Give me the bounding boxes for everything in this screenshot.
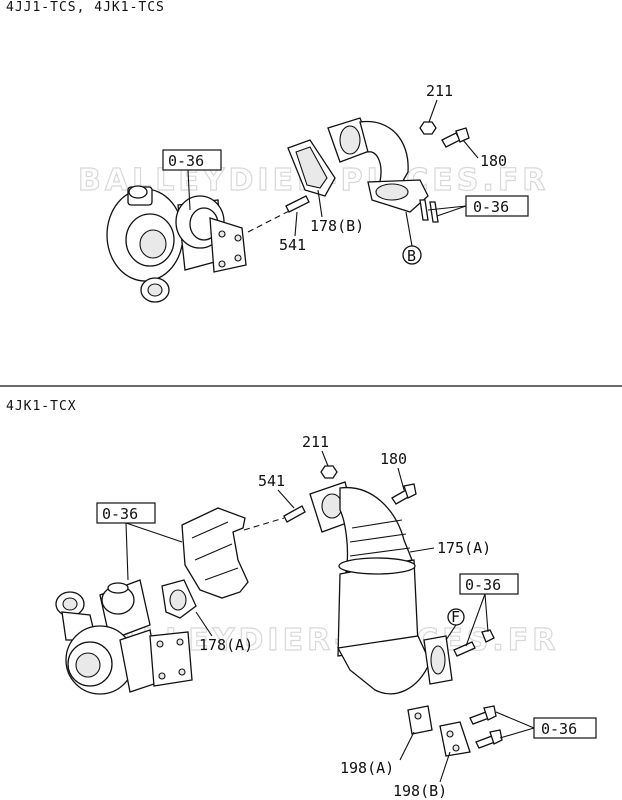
- leader-0-36-bolts-bottom-b: [499, 727, 535, 739]
- bracket-198b[interactable]: [439, 721, 471, 757]
- label-0-36-studs-top: 0-36: [473, 198, 509, 216]
- label-0-36-turbo-top: 0-36: [168, 152, 204, 170]
- label-180-top: 180: [480, 152, 507, 170]
- studs-top[interactable]: [419, 199, 439, 223]
- leader-0-36-bolts-bottom-a: [495, 711, 535, 729]
- centerline-top: [247, 207, 296, 233]
- leader-211-bottom: [321, 450, 329, 467]
- label-180-bottom: 180: [380, 450, 407, 468]
- leader-175a: [409, 547, 435, 553]
- leader-541-top: [294, 211, 298, 237]
- label-211-bottom: 211: [302, 433, 329, 451]
- label-175a: 175(A): [437, 539, 491, 557]
- leader-0-36-turbo-bottom-b: [125, 522, 183, 543]
- leader-180-top: [462, 139, 479, 159]
- label-0-36-bolts-bottom: 0-36: [541, 720, 577, 738]
- leader-0-36-turbo-top: [187, 169, 191, 211]
- label-0-36-studs-bottom: 0-36: [465, 576, 501, 594]
- leader-0-36-studs-top-b: [436, 205, 467, 217]
- ref-box-0-36-studs-top[interactable]: 0-36: [465, 195, 529, 217]
- ref-box-0-36-turbo-top[interactable]: 0-36: [162, 149, 222, 171]
- bolts-198[interactable]: [469, 705, 503, 749]
- leader-b: [405, 211, 413, 247]
- circle-ref-f[interactable]: F: [447, 608, 465, 626]
- leader-0-36-turbo-bottom-a: [125, 522, 129, 581]
- exhaust-elbow-top[interactable]: [327, 117, 429, 213]
- bolt-180-top[interactable]: [441, 127, 470, 148]
- leader-198a: [399, 731, 415, 761]
- label-541-bottom: 541: [258, 472, 285, 490]
- label-f: F: [451, 608, 460, 626]
- heat-shield-bottom[interactable]: [181, 507, 249, 599]
- section-2-header: 4JK1-TCX: [6, 399, 77, 414]
- ref-box-0-36-bolts-bottom[interactable]: 0-36: [533, 717, 597, 739]
- nut-211-top[interactable]: [419, 121, 437, 135]
- label-0-36-turbo-bottom: 0-36: [102, 505, 138, 523]
- centerline-bottom: [243, 517, 285, 531]
- circle-ref-b[interactable]: B: [402, 245, 422, 265]
- gasket-178a[interactable]: [161, 579, 197, 619]
- stud-541-top[interactable]: [285, 195, 310, 213]
- leader-541-bottom: [277, 489, 295, 509]
- bolt-180-bottom[interactable]: [391, 483, 417, 505]
- turbocharger-bottom[interactable]: [55, 579, 193, 695]
- leader-178a: [195, 611, 213, 637]
- turbocharger-top[interactable]: [106, 185, 247, 303]
- label-178b: 178(B): [310, 217, 364, 235]
- label-b: B: [407, 247, 416, 265]
- catalytic-converter-175a[interactable]: [309, 481, 453, 695]
- ref-box-0-36-studs-bottom[interactable]: 0-36: [459, 573, 519, 595]
- label-198b: 198(B): [393, 782, 447, 800]
- leader-178b: [317, 189, 323, 218]
- stud-541-bottom[interactable]: [283, 505, 306, 523]
- bracket-198a[interactable]: [407, 705, 433, 735]
- leader-211-top: [428, 99, 438, 123]
- leader-0-36-studs-top-a: [427, 205, 467, 211]
- label-211-top: 211: [426, 82, 453, 100]
- ref-box-0-36-turbo-bottom[interactable]: 0-36: [96, 502, 156, 524]
- leader-198b: [439, 751, 451, 783]
- gasket-178b[interactable]: [287, 139, 336, 197]
- leader-f: [445, 624, 457, 641]
- leader-0-36-studs-bottom-b: [484, 593, 489, 633]
- leader-0-36-studs-bottom-a: [465, 593, 486, 647]
- nut-211-bottom[interactable]: [320, 465, 338, 479]
- label-541-top: 541: [279, 236, 306, 254]
- label-178a: 178(A): [199, 636, 253, 654]
- leader-180-bottom: [397, 467, 405, 491]
- section-1-header: 4JJ1-TCS, 4JK1-TCS: [6, 0, 165, 15]
- label-198a: 198(A): [340, 759, 394, 777]
